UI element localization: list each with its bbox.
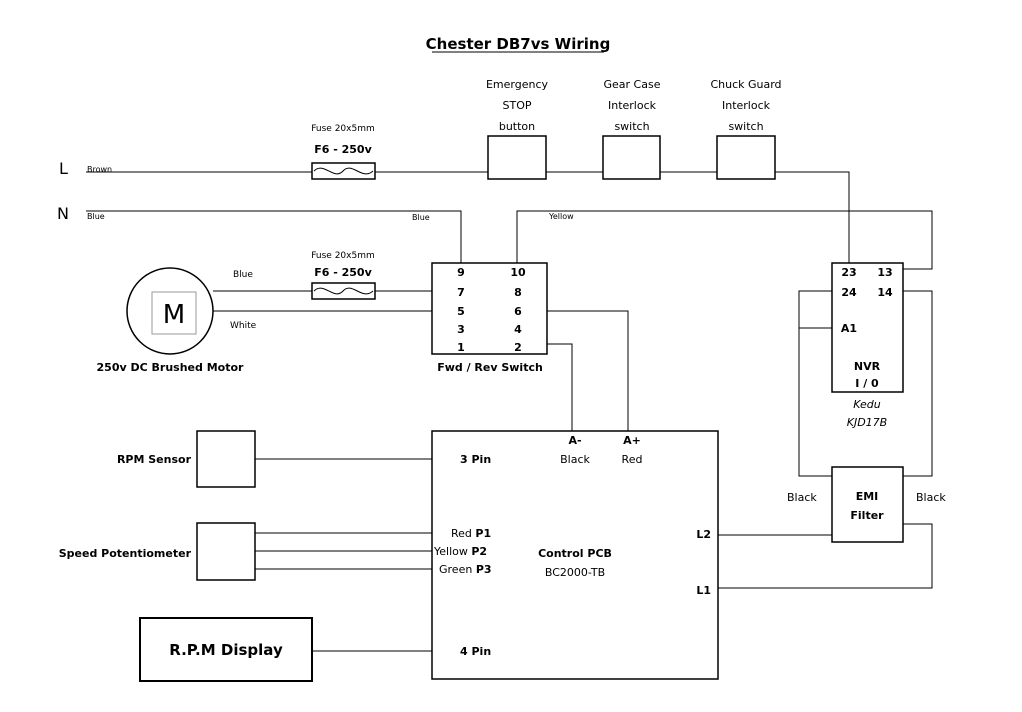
pcb-name: Control PCB	[538, 547, 612, 560]
fwdrev-pin-9: 9	[457, 266, 465, 279]
fuse-2-caption: Fuse 20x5mm	[311, 251, 375, 261]
pcb-a-minus-color: Black	[560, 453, 590, 466]
pcb-a-minus: A-	[568, 434, 581, 447]
yellow-wire-label: Yellow	[548, 212, 574, 221]
fuse-1-caption: Fuse 20x5mm	[311, 124, 375, 134]
pcb-4pin: 4 Pin	[460, 645, 491, 658]
nvr-pin-23: 23	[841, 266, 856, 279]
pcb-p2: Yellow P2	[433, 545, 487, 558]
fuse-1-element-icon	[313, 167, 374, 175]
svg-text:EMI: EMI	[856, 490, 879, 503]
motor-white-wire-label: White	[230, 321, 257, 331]
svg-text:switch: switch	[614, 120, 649, 133]
svg-text:Interlock: Interlock	[608, 99, 657, 112]
diagram-title: Chester DB7vs Wiring	[426, 35, 611, 53]
emi-filter: EMI Filter	[831, 466, 904, 543]
emi-black-wire-label-right: Black	[916, 491, 946, 504]
fwdrev-pin-3: 3	[457, 323, 465, 336]
pcb-l2: L2	[696, 528, 711, 541]
control-pcb: A- Black A+ Red 3 Pin Red P1 Yellow P2 G…	[431, 430, 719, 680]
nvr-pin-13: 13	[877, 266, 892, 279]
fuse-1-rating: F6 - 250v	[314, 143, 372, 156]
motor-symbol: M	[163, 300, 185, 330]
pcb-model: BC2000-TB	[545, 566, 605, 579]
neutral-label: N	[57, 204, 69, 223]
fwdrev-pin-7: 7	[457, 286, 465, 299]
pcb-3pin: 3 Pin	[460, 453, 491, 466]
motor-blue-wire-label: Blue	[233, 270, 253, 280]
fwd-rev-switch: 9 7 5 3 1 10 8 6 4 2 Fwd / Rev Switch	[431, 262, 548, 374]
fuse-2: Fuse 20x5mm F6 - 250v	[311, 251, 376, 300]
wires	[86, 171, 933, 652]
fuse-2-rating: F6 - 250v	[314, 266, 372, 279]
svg-text:STOP: STOP	[503, 99, 532, 112]
chuck-guard-interlock-switch: Chuck Guard Interlock switch	[710, 78, 782, 180]
brown-wire-label: Brown	[87, 165, 112, 174]
nvr-pin-a1: A1	[841, 322, 857, 335]
nvr-name: NVR	[854, 360, 881, 373]
rpm-display: R.P.M Display	[139, 617, 313, 682]
svg-text:Chuck Guard: Chuck Guard	[710, 78, 781, 91]
fuse-1: Fuse 20x5mm F6 - 250v	[311, 124, 376, 180]
live-label: L	[59, 159, 68, 178]
fwdrev-pin-10: 10	[510, 266, 526, 279]
motor-symbol-box	[151, 291, 197, 335]
pcb-p3: Green P3	[439, 563, 492, 576]
svg-text:Gear Case: Gear Case	[604, 78, 661, 91]
fwdrev-pin-2: 2	[514, 341, 522, 354]
speed-potentiometer: Speed Potentiometer	[59, 522, 256, 581]
nvr-model: KJD17B	[847, 416, 887, 429]
pcb-a-plus: A+	[623, 434, 641, 447]
emergency-stop-button: Emergency STOP button	[486, 78, 549, 180]
pcb-l1: L1	[696, 584, 711, 597]
fwdrev-pin-6: 6	[514, 305, 522, 318]
fwdrev-pin-4: 4	[514, 323, 522, 336]
speed-pot-label: Speed Potentiometer	[59, 547, 192, 560]
rpm-sensor-label: RPM Sensor	[117, 453, 192, 466]
fwdrev-pin-5: 5	[457, 305, 465, 318]
svg-text:Emergency: Emergency	[486, 78, 549, 91]
svg-text:Interlock: Interlock	[722, 99, 771, 112]
svg-text:Filter: Filter	[850, 509, 884, 522]
fwdrev-label: Fwd / Rev Switch	[437, 361, 543, 374]
fwdrev-pin-8: 8	[514, 286, 522, 299]
motor-label: 250v DC Brushed Motor	[97, 361, 244, 374]
rpm-sensor: RPM Sensor	[117, 430, 256, 488]
svg-text:switch: switch	[728, 120, 763, 133]
gear-case-interlock-switch: Gear Case Interlock switch	[602, 78, 661, 180]
pcb-a-plus-color: Red	[622, 453, 643, 466]
nvr-pin-14: 14	[877, 286, 893, 299]
rpm-display-label: R.P.M Display	[169, 641, 283, 659]
pcb-p1: Red P1	[451, 527, 491, 540]
blue-neutral-label-right: Blue	[412, 213, 430, 222]
nvr-pin-24: 24	[841, 286, 857, 299]
motor: M 250v DC Brushed Motor	[97, 267, 244, 374]
fwdrev-pin-1: 1	[457, 341, 465, 354]
svg-text:button: button	[499, 120, 535, 133]
nvr-switch: 23 13 24 14 A1 NVR I / 0 Kedu KJD17B	[831, 262, 904, 429]
emi-black-wire-label-left: Black	[787, 491, 817, 504]
nvr-make: Kedu	[853, 398, 881, 411]
nvr-io: I / 0	[855, 377, 879, 390]
fuse-2-element-icon	[313, 287, 374, 295]
blue-neutral-label-left: Blue	[87, 212, 105, 221]
